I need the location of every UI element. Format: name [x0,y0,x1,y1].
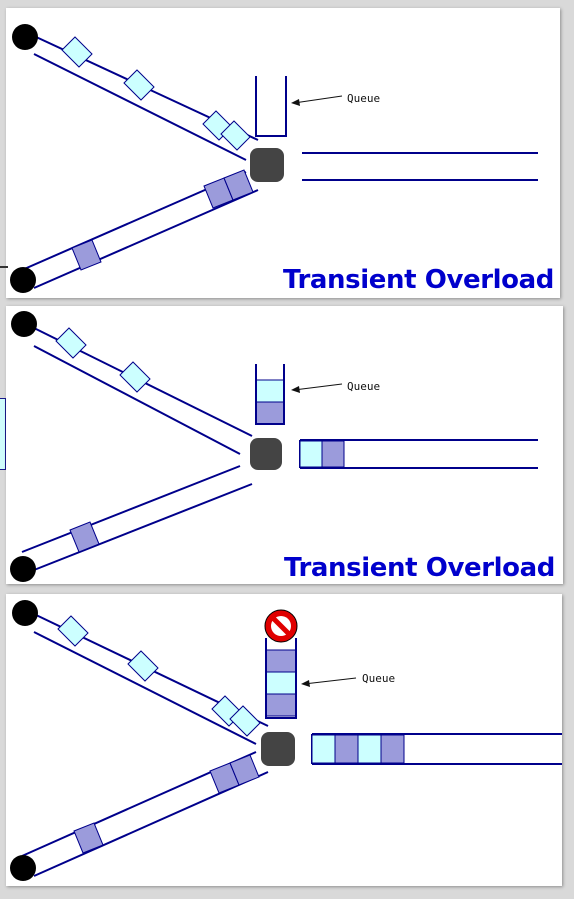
packet [71,239,102,271]
router-node [261,732,295,766]
lower-link [21,465,253,571]
router-queue [255,364,285,425]
queue-packet [255,379,285,403]
host-node [12,600,38,626]
edge-fragment-line [0,266,8,268]
upper-link [33,35,259,161]
edge-fragment [0,398,6,470]
packet [321,440,345,468]
diagram-panel-1: Queue Transient Overload [6,8,560,298]
network-diagram: Queue Transient Overload [10,311,555,583]
packet [299,440,323,468]
queue-arrowhead [301,680,310,687]
lower-link [21,169,259,289]
network-diagram: Queue [10,600,562,881]
host-node [10,855,36,881]
packet [334,734,359,764]
network-diagram: Queue Transient Overload [10,24,554,295]
host-node [10,556,36,582]
upper-link [33,327,253,455]
queue-label: Queue [347,92,380,105]
queue-packet [265,671,297,695]
upper-link [33,613,269,745]
packet [311,734,336,764]
queue-label: Queue [347,380,380,393]
queue-packet [255,401,285,425]
queue-label: Queue [362,672,395,685]
router-node [250,438,282,470]
packet [57,615,89,647]
diagram-panel-3: Queue [6,594,562,886]
packet [55,327,87,359]
packet [223,169,254,201]
router-node [250,148,284,182]
queue-arrow [293,383,343,391]
packet [380,734,405,764]
host-node [12,24,38,50]
queue-arrowhead [291,99,300,106]
outgoing-link [302,152,538,181]
queue-arrow [303,677,357,685]
no-entry-icon [264,609,298,643]
packet [69,521,100,553]
packet [73,822,104,854]
router-queue [265,638,297,719]
lower-link [21,751,269,877]
packet [119,361,151,393]
outgoing-link [311,733,562,765]
packet [220,120,251,151]
packet [127,650,159,682]
host-node [10,267,36,293]
packet [61,36,93,68]
outgoing-link [299,439,538,469]
queue-packet [265,693,297,717]
queue-arrow [293,95,343,104]
host-node [11,311,37,337]
queue-arrowhead [291,386,300,393]
diagram-panel-2: Queue Transient Overload [6,306,563,584]
panel-title: Transient Overload [284,553,555,583]
router-queue [255,76,287,137]
queue-packet [265,649,297,673]
packet [229,754,260,786]
panel-title: Transient Overload [283,265,554,295]
packet [357,734,382,764]
packet [229,705,261,737]
packet [123,69,155,101]
